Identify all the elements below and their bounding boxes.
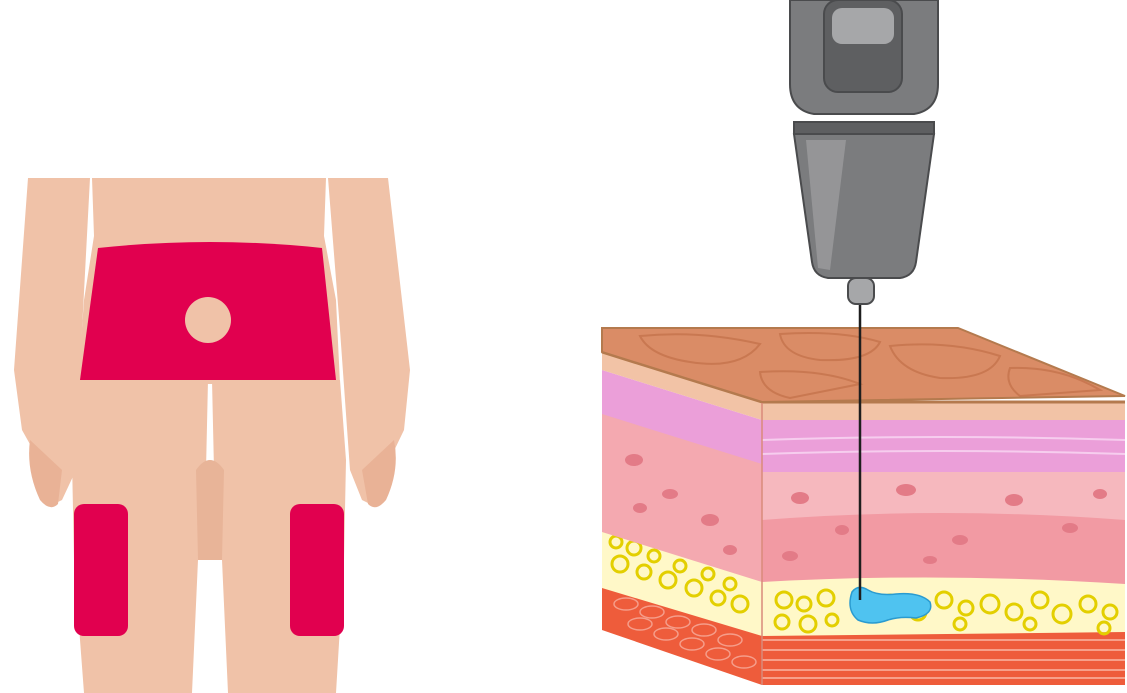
pen-needle-hub [848, 278, 874, 304]
papillary-layer-front [762, 420, 1125, 472]
left-thigh-injection-zone [74, 504, 128, 636]
right-thigh-injection-zone [290, 504, 344, 636]
skin-block-side-face [602, 352, 762, 685]
pen-collar [794, 122, 934, 134]
torso-injection-sites-illustration [14, 178, 410, 693]
insulin-pen [790, 0, 938, 304]
pen-window-highlight [832, 8, 894, 44]
dermis-upper-band [762, 465, 1125, 520]
pen-needle-skin-cross-section-illustration [602, 0, 1125, 685]
navel-exclusion [185, 297, 231, 343]
crotch-gap [196, 460, 224, 560]
skin-block-front-face [762, 402, 1125, 685]
epidermis-front [762, 402, 1125, 420]
